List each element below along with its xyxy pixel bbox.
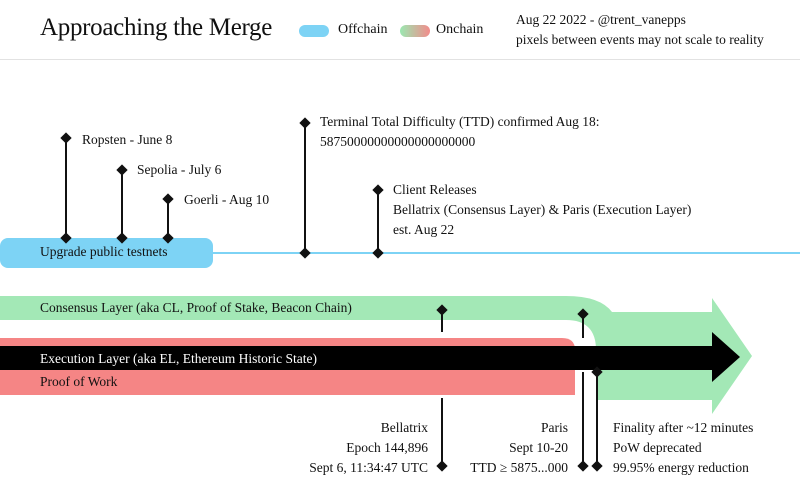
bellatrix-epoch: Epoch 144,896: [346, 440, 428, 455]
paris-title: Paris: [541, 420, 568, 435]
goerli-label: Goerli - Aug 10: [184, 192, 270, 207]
legend-offchain-swatch: [299, 25, 329, 37]
finality-label: Finality after ~12 minutes: [613, 420, 754, 435]
finality-marker: [591, 366, 603, 472]
client-releases-date: est. Aug 22: [393, 222, 455, 237]
client-releases-marker: [372, 184, 384, 259]
legend-offchain-label: Offchain: [338, 22, 388, 37]
author-date: Aug 22 2022 - @trent_vanepps: [516, 12, 686, 27]
scale-note: pixels between events may not scale to r…: [516, 32, 764, 47]
offchain-timeline-line: [200, 252, 800, 254]
energy-reduction-label: 99.95% energy reduction: [613, 460, 749, 475]
bellatrix-time: Sept 6, 11:34:47 UTC: [309, 460, 428, 475]
paris-date: Sept 10-20: [509, 440, 568, 455]
testnet-bar-label: Upgrade public testnets: [40, 244, 168, 259]
legend-onchain-swatch: [400, 25, 430, 37]
legend-onchain-label: Onchain: [436, 22, 484, 37]
sepolia-marker: [116, 164, 128, 244]
paris-ttd: TTD ≥ 5875...000: [470, 460, 568, 475]
pow-deprecated-label: PoW deprecated: [613, 440, 702, 455]
bellatrix-marker: [436, 304, 448, 472]
consensus-layer-label: Consensus Layer (aka CL, Proof of Stake,…: [40, 300, 352, 315]
client-releases-names: Bellatrix (Consensus Layer) & Paris (Exe…: [393, 202, 692, 217]
header-divider: [0, 59, 800, 60]
execution-layer-label: Execution Layer (aka EL, Ethereum Histor…: [40, 351, 318, 366]
paris-marker: [577, 308, 589, 472]
offchain-testnet-bar: [0, 238, 213, 268]
execution-arrow: [0, 332, 740, 382]
bellatrix-title: Bellatrix: [380, 420, 428, 435]
ttd-label: Terminal Total Difficulty (TTD) confirme…: [320, 114, 600, 129]
sepolia-label: Sepolia - July 6: [137, 162, 222, 177]
pow-label: Proof of Work: [40, 374, 118, 389]
goerli-marker: [162, 193, 174, 244]
ttd-marker: [299, 117, 311, 259]
ttd-value: 58750000000000000000000: [320, 134, 476, 149]
client-releases-title: Client Releases: [393, 182, 477, 197]
ropsten-marker: [60, 132, 72, 244]
ropsten-label: Ropsten - June 8: [82, 132, 173, 147]
page-title: Approaching the Merge: [40, 14, 273, 41]
